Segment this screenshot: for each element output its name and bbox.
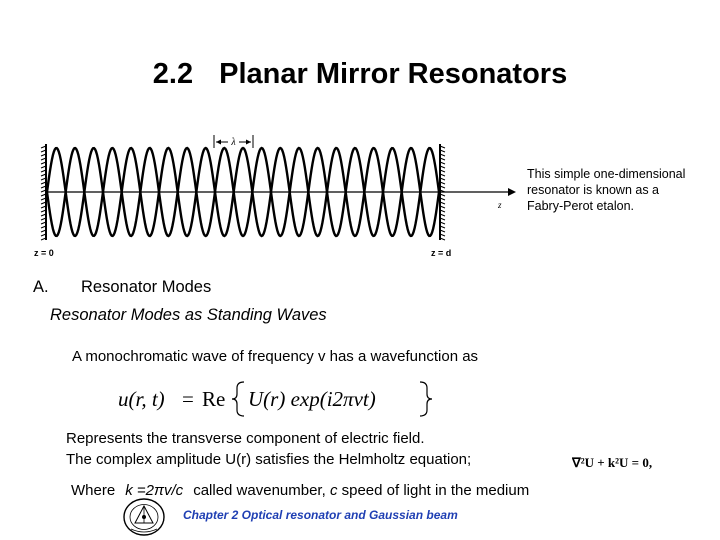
mirror-hatch: [439, 221, 446, 225]
mirror-hatch: [439, 233, 446, 237]
equation-left-brace: [231, 381, 245, 417]
mirror-hatch: [40, 169, 47, 173]
mirror-hatch: [439, 185, 446, 189]
mirror-hatch: [40, 173, 47, 177]
mirror-hatch: [40, 185, 47, 189]
left-mirror: [40, 144, 47, 241]
mirror-hatch: [40, 217, 47, 221]
z-axis-label: z: [497, 200, 502, 210]
lambda-arrow-left: [216, 139, 221, 145]
caption-line: resonator is known as a: [527, 183, 660, 197]
helmholtz-expression: ∇²U + k²U = 0,: [572, 455, 652, 470]
mirror-hatch: [439, 153, 446, 157]
intro-text: A monochromatic wave of frequency v has …: [72, 348, 479, 365]
mirror-hatch: [439, 225, 446, 229]
standing-wave-upper: [45, 146, 441, 238]
mirror-hatch: [439, 205, 446, 209]
resonator-diagram: z λ z = 0 z = d: [34, 135, 516, 258]
section-label: A.: [33, 278, 49, 296]
mirror-hatch: [40, 233, 47, 237]
mirror-hatch: [439, 217, 446, 221]
mirror-hatch: [40, 193, 47, 197]
mirror-hatch: [40, 165, 47, 169]
mirror-hatch: [40, 189, 47, 193]
mirror-hatch: [439, 157, 446, 161]
equation-right-brace: [419, 381, 433, 417]
mirror-hatch: [439, 209, 446, 213]
mirror-hatch: [439, 201, 446, 205]
wavefunction-equation: u(r, t) = Re U(r) exp(i2πvt): [118, 381, 433, 417]
diagram-caption: This simple one-dimensional resonator is…: [527, 166, 717, 214]
mirror-hatch: [40, 181, 47, 185]
equation-equals: =: [182, 387, 194, 411]
mirror-hatch: [40, 177, 47, 181]
title-text: Planar Mirror Resonators: [219, 58, 568, 90]
section-title: Resonator Modes: [81, 278, 212, 296]
mirror-hatch: [40, 161, 47, 165]
mirror-hatch: [40, 153, 47, 157]
mirror-hatch: [40, 213, 47, 217]
mirror-hatch: [439, 149, 446, 153]
where-suffix: speed of light in the medium: [341, 482, 530, 499]
footer-chapter-title: Chapter 2 Optical resonator and Gaussian…: [183, 508, 458, 522]
mirror-hatch: [40, 209, 47, 213]
wavenumber-expression: k =2πv/c: [125, 482, 184, 499]
mirror-hatch: [439, 193, 446, 197]
wavenumber-definition: Where k =2πv/c called wavenumber, c speed …: [71, 482, 529, 499]
mirror-hatch: [439, 165, 446, 169]
mirror-hatch: [439, 145, 446, 149]
caption-line: Fabry-Perot etalon.: [527, 199, 634, 213]
mirror-hatch: [439, 173, 446, 177]
represents-line-2: The complex amplitude U(r) satisfies the…: [66, 451, 472, 468]
mirror-hatch: [439, 161, 446, 165]
mirror-hatch: [439, 177, 446, 181]
mirror-hatch: [40, 149, 47, 153]
mirror-hatch: [40, 201, 47, 205]
helmholtz-equation: ∇²U + k²U = 0,: [572, 455, 652, 470]
mirror-hatch: [40, 221, 47, 225]
lambda-label: λ: [230, 137, 236, 148]
mirror-hatch: [40, 229, 47, 233]
left-mirror-label: z = 0: [34, 248, 54, 258]
mirror-hatch: [40, 197, 47, 201]
mirror-hatch: [40, 205, 47, 209]
standing-wave-lower: [45, 146, 441, 238]
mirror-hatch: [40, 225, 47, 229]
mirror-hatch: [439, 181, 446, 185]
mirror-hatch: [439, 229, 446, 233]
where-middle: called wavenumber,: [193, 482, 326, 499]
equation-lhs: u(r, t): [118, 387, 165, 411]
represents-line-1: Represents the transverse component of e…: [66, 430, 425, 447]
caption-line: This simple one-dimensional: [527, 167, 686, 181]
lambda-arrow-right: [246, 139, 251, 145]
mirror-hatch: [40, 145, 47, 149]
right-mirror-label: z = d: [431, 248, 451, 258]
section-heading: A. Resonator Modes: [33, 278, 211, 297]
university-seal-logo: [123, 498, 165, 536]
equation-body: U(r) exp(i2πvt): [248, 387, 376, 411]
page-title: 2.2 Planar Mirror Resonators: [0, 58, 720, 91]
mirror-hatch: [439, 197, 446, 201]
mirror-hatch: [439, 169, 446, 173]
mirror-hatch: [439, 213, 446, 217]
subheading: Resonator Modes as Standing Waves: [50, 306, 327, 324]
section-number: 2.2: [152, 58, 194, 90]
mirror-hatch: [439, 237, 446, 241]
where-prefix: Where: [71, 482, 116, 499]
speed-of-light-symbol: c: [329, 482, 338, 499]
mirror-hatch: [40, 237, 47, 241]
equation-re: Re: [202, 387, 225, 411]
mirror-hatch: [40, 157, 47, 161]
z-axis-arrowhead: [508, 188, 516, 196]
